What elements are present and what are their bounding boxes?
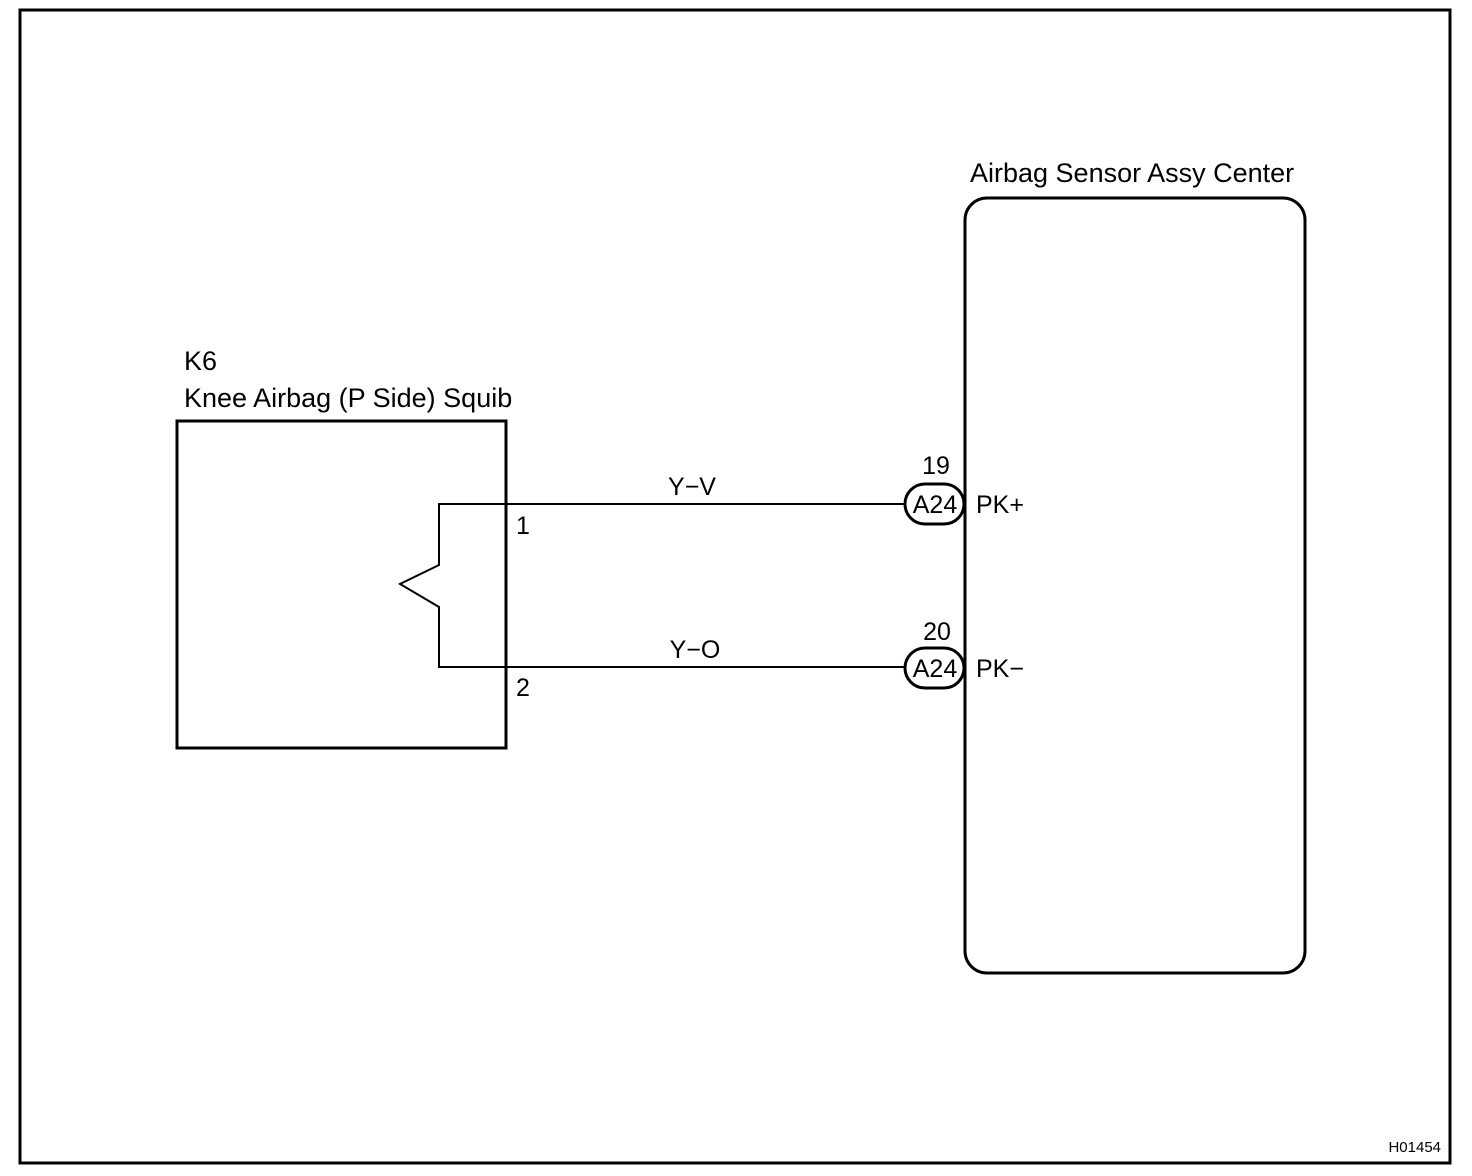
ecu-pin-19: 19 [922,452,950,480]
connector-a24-label-19: A24 [913,491,958,519]
squib-name: Knee Airbag (P Side) Squib [184,383,512,413]
connector-a24-pin-20 [903,646,966,690]
diagram-frame [18,8,1452,1165]
signal-pk-plus: PK+ [976,491,1024,519]
squib-pin-2: 2 [516,674,530,702]
squib-pin-1: 1 [516,512,530,540]
wire-2-color-code: Y−O [670,636,721,664]
squib-element-symbol [397,503,506,668]
connector-a24-label-20: A24 [913,655,958,683]
squib-box [175,419,508,750]
squib-code: K6 [184,346,217,376]
ecu-name: Airbag Sensor Assy Center [970,158,1294,188]
signal-pk-minus: PK− [976,655,1024,683]
ecu-box [963,196,1307,975]
connector-a24-pin-19 [903,482,966,526]
ecu-pin-20: 20 [923,618,951,646]
figure-id: H01454 [1388,1139,1441,1156]
wire-1-color-code: Y−V [668,473,716,501]
